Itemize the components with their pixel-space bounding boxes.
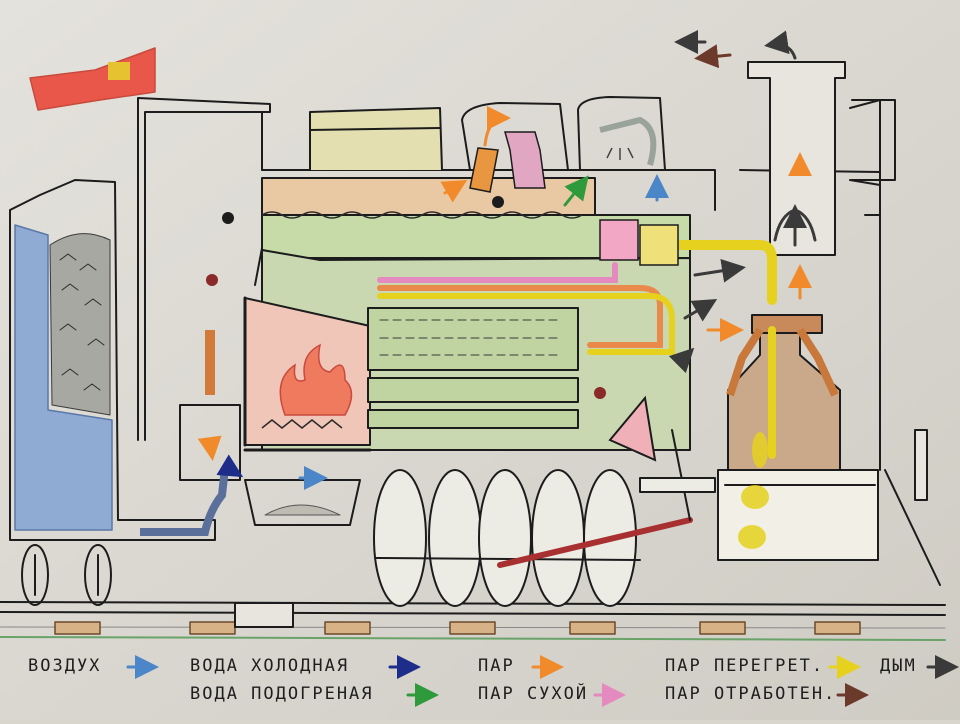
legend-exhaust-steam-label: ПАР ОТРАБОТЕН. <box>665 684 837 704</box>
arrow-steam-1 <box>440 179 468 203</box>
flame-icon <box>261 343 353 429</box>
flag-icon <box>29 47 156 111</box>
arrow-cold-1 <box>216 454 244 478</box>
water-surface <box>261 211 583 219</box>
arrow-exhaust-out <box>694 44 732 69</box>
legend-cold-water-label: ВОДА ХОЛОДНАЯ <box>190 656 350 676</box>
arrow-smoke-6 <box>793 208 817 242</box>
arrow-smoke-5 <box>773 208 797 242</box>
arrow-warm-1 <box>563 175 589 207</box>
legend-air-label: ВОЗДУХ <box>28 656 102 676</box>
cylinder-steam <box>738 432 769 549</box>
exhaust-nozzle <box>726 327 839 397</box>
feed-pipe <box>140 467 229 536</box>
arrow-smoke-2 <box>683 298 718 322</box>
rails <box>0 429 946 641</box>
legend-smoke-label: ДЫМ <box>880 656 917 676</box>
reverser <box>608 395 657 462</box>
driving-wheels <box>373 429 716 607</box>
arrow-smoke-3 <box>668 347 695 374</box>
whistle <box>599 116 657 166</box>
valves <box>206 196 606 399</box>
whistle-spray <box>606 147 634 160</box>
injector <box>469 147 499 193</box>
legend-superheated-steam-label: ПАР ПЕРЕГРЕТ. <box>665 656 825 676</box>
cab <box>137 97 271 481</box>
arrow-smoke-1 <box>693 258 746 283</box>
tender <box>9 179 216 606</box>
arrow-steam-6 <box>197 435 222 461</box>
legend-dry-steam-label: ПАР СУХОЙ <box>478 684 589 704</box>
arrow-steam-2 <box>483 106 511 147</box>
legend-steam-label: ПАР <box>478 656 515 676</box>
steam-valve <box>504 131 546 189</box>
legend-warm-water-label: ВОДА ПОДОГРЕНАЯ <box>190 684 374 704</box>
superheater-pipes <box>377 219 777 459</box>
arrow-smoke-out-2 <box>764 30 797 60</box>
